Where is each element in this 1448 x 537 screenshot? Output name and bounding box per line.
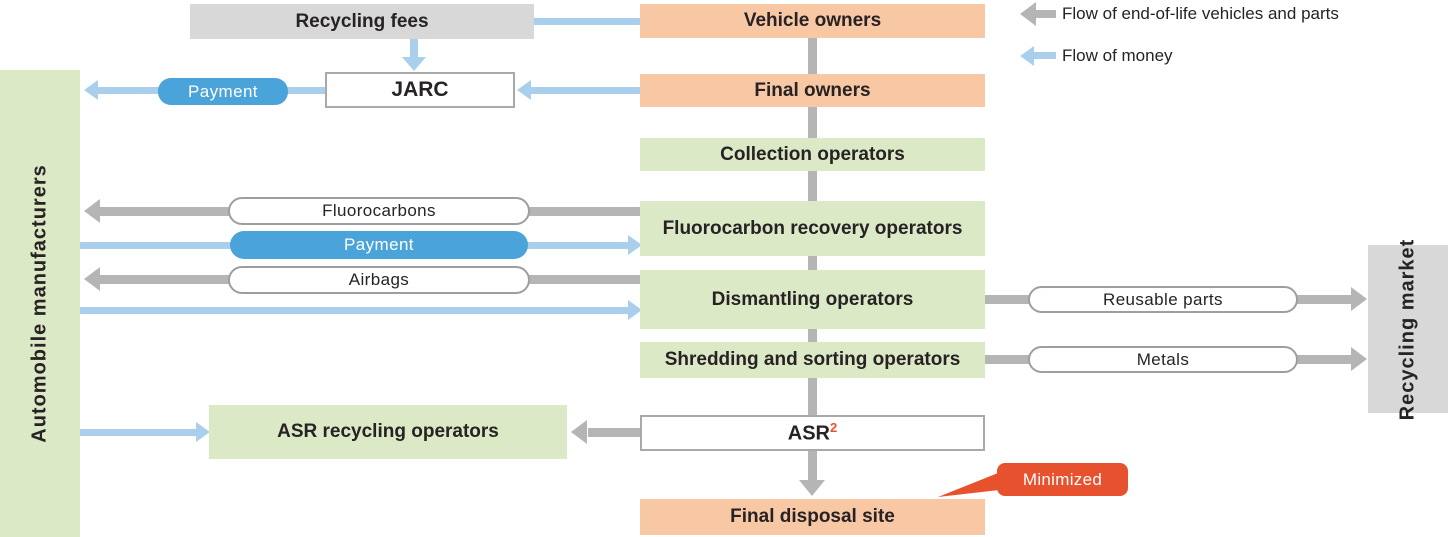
payment-pill-jarc-label: Payment xyxy=(188,81,258,101)
legend-parts-arrow-shaft xyxy=(1032,10,1056,18)
asr-label: ASR2 xyxy=(787,420,838,445)
fluorocarbon-recovery-operators-label: Fluorocarbon recovery operators xyxy=(662,217,963,239)
vehicle-owners-box: Vehicle owners xyxy=(640,4,985,38)
money-arrow-owners-to-fees xyxy=(534,18,640,25)
metals-pill-label: Metals xyxy=(1136,349,1190,369)
dismantling-operators-label: Dismantling operators xyxy=(711,288,914,310)
money-arrow-finalowners-to-jarc-head xyxy=(517,80,531,100)
money-arrow-fees-to-jarc-head xyxy=(402,57,426,71)
shredding-sorting-operators-label: Shredding and sorting operators xyxy=(664,349,961,371)
legend-money-arrow-shaft xyxy=(1032,52,1056,59)
collection-operators-label: Collection operators xyxy=(720,143,905,165)
legend-parts-arrow-icon xyxy=(1020,2,1036,26)
payment-pill-label: Payment xyxy=(344,235,414,254)
chain-connector-to-disposal-shaft xyxy=(808,451,817,482)
asr-box: ASR2 xyxy=(640,415,985,451)
minimized-callout-tail xyxy=(938,469,1008,497)
chain-connector xyxy=(808,171,817,201)
fluorocarbons-pill: Fluorocarbons xyxy=(228,197,530,225)
vehicle-owners-label: Vehicle owners xyxy=(743,10,882,32)
parts-arrow-metals-head xyxy=(1351,347,1367,371)
airbags-pill: Airbags xyxy=(228,266,530,294)
collection-operators-box: Collection operators xyxy=(640,138,985,171)
jarc-label: JARC xyxy=(391,77,449,101)
minimized-label: Minimized xyxy=(1022,469,1103,489)
legend-money-arrow-icon xyxy=(1020,46,1034,66)
payment-pill: Payment xyxy=(230,231,528,259)
money-arrow-to-asr-recycling-shaft xyxy=(80,429,198,436)
asr-footnote-marker: 2 xyxy=(830,420,838,436)
money-arrow-to-asr-recycling-head xyxy=(196,422,210,442)
parts-arrow-asr-to-recycling-shaft xyxy=(588,428,640,437)
airbags-pill-label: Airbags xyxy=(348,270,410,289)
minimized-callout: Minimized xyxy=(997,463,1128,496)
money-arrow-to-dismantling-shaft xyxy=(80,307,630,314)
payment-pill-jarc: Payment xyxy=(158,78,288,105)
money-arrow-payment-to-fluoro-head xyxy=(628,235,642,255)
recycling-fees-box: Recycling fees xyxy=(190,4,534,39)
reusable-parts-pill: Reusable parts xyxy=(1028,286,1298,313)
automobile-manufacturers-box: Automobile manufacturers xyxy=(0,70,80,537)
final-owners-label: Final owners xyxy=(754,79,871,101)
final-disposal-site-label: Final disposal site xyxy=(730,506,895,528)
chain-connector xyxy=(808,256,817,270)
money-arrow-jarc-to-manufacturers-head xyxy=(84,80,98,100)
recycling-market-box: Recycling market xyxy=(1368,238,1448,420)
parts-arrow-reusable-head xyxy=(1351,287,1367,311)
chain-connector xyxy=(808,378,817,415)
money-arrow-fees-to-jarc-shaft xyxy=(410,39,418,59)
asr-recycling-operators-box: ASR recycling operators xyxy=(209,405,567,459)
fluorocarbon-recovery-operators-box: Fluorocarbon recovery operators xyxy=(640,201,985,256)
legend-parts-label: Flow of end-of-life vehicles and parts xyxy=(1062,4,1339,23)
fluorocarbons-pill-label: Fluorocarbons xyxy=(322,201,436,220)
money-arrow-to-dismantling-head xyxy=(628,300,642,320)
recycling-fees-label: Recycling fees xyxy=(295,10,429,32)
chain-connector-to-disposal-head xyxy=(799,480,825,496)
reusable-parts-pill-label: Reusable parts xyxy=(1103,289,1223,309)
recycling-market-label: Recycling market xyxy=(1396,238,1419,420)
final-disposal-site-box: Final disposal site xyxy=(640,499,985,535)
metals-pill: Metals xyxy=(1028,346,1298,373)
asr-recycling-operators-label: ASR recycling operators xyxy=(277,421,499,443)
parts-arrow-airbags-head xyxy=(84,267,100,291)
chain-connector xyxy=(808,107,817,138)
final-owners-box: Final owners xyxy=(640,74,985,107)
parts-arrow-fluorocarbons-head xyxy=(84,199,100,223)
chain-connector xyxy=(808,329,817,342)
chain-connector xyxy=(808,38,817,74)
jarc-box: JARC xyxy=(325,72,515,108)
dismantling-operators-box: Dismantling operators xyxy=(640,270,985,329)
money-arrow-finalowners-to-jarc-shaft xyxy=(529,87,640,94)
shredding-sorting-operators-box: Shredding and sorting operators xyxy=(640,342,985,378)
parts-arrow-asr-to-recycling-head xyxy=(571,420,587,444)
legend-money-label: Flow of money xyxy=(1062,46,1173,65)
automobile-manufacturers-label: Automobile manufacturers xyxy=(28,164,51,443)
